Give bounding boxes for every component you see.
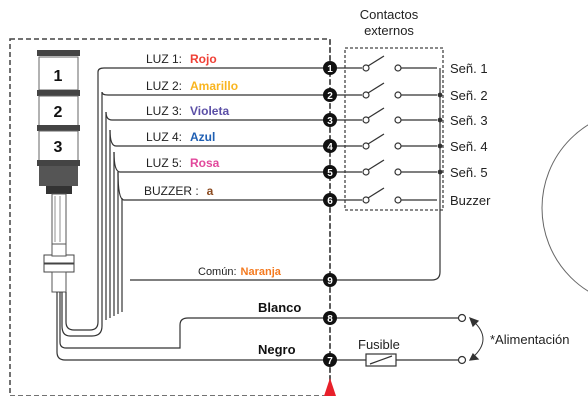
circuit-color-1: Rojo: [190, 52, 217, 66]
switch-4: [330, 133, 437, 150]
terminal-3: [323, 113, 337, 127]
terminal-1: [323, 61, 337, 75]
switch-5: [330, 159, 437, 176]
switch-1: [330, 55, 437, 72]
circuit-color-5: Rosa: [190, 156, 220, 170]
terminal-6: [323, 193, 337, 207]
power-label-black: Negro: [258, 342, 296, 357]
wire-luz5: [113, 151, 330, 173]
title-line-2: externos: [364, 23, 414, 38]
title-line-1: Contactos: [360, 7, 419, 22]
terminal-number-2: 2: [327, 91, 333, 102]
external-contacts-box: [344, 47, 444, 211]
cable-gland: [51, 271, 67, 293]
common-bus: [330, 68, 441, 281]
tower-label-3: 3: [54, 139, 63, 156]
tower-pole: [51, 193, 67, 245]
circuit-color-3: Violeta: [190, 104, 229, 118]
terminal-number-5: 5: [327, 168, 333, 179]
terminal-number-8: 8: [327, 314, 333, 325]
switch-2: [330, 82, 437, 99]
cable-bundle: [56, 72, 330, 361]
terminal-number-6: 6: [327, 196, 333, 207]
output-label-2: Señ. 2: [450, 88, 488, 103]
circuit-label-4: LUZ 4:: [146, 130, 182, 144]
tower-base: [39, 166, 78, 186]
common-color: Naranja: [241, 266, 282, 278]
terminal-9: [323, 273, 337, 287]
terminal-number-4: 4: [327, 142, 333, 153]
output-label-5: Señ. 5: [450, 165, 488, 180]
switch-6: [330, 187, 437, 204]
circuit-label-6: BUZZER :: [144, 184, 199, 198]
output-label-6: Buzzer: [450, 193, 491, 208]
decorative-arc: [541, 124, 588, 292]
contact-switches: [330, 55, 443, 281]
terminal-4: [323, 139, 337, 153]
fuse-label: Fusible: [358, 337, 400, 352]
output-label-4: Señ. 4: [450, 139, 488, 154]
terminal-number-3: 3: [327, 116, 333, 127]
tower-light: 1 2 3: [37, 50, 80, 293]
circuit-label-3: LUZ 3:: [146, 104, 182, 118]
circuit-label-2: LUZ 2:: [146, 79, 182, 93]
circuit-label-5: LUZ 5:: [146, 156, 182, 170]
terminal-number-9: 9: [327, 276, 333, 287]
wire-luz2: [101, 91, 330, 96]
circuit-color-2: Amarillo: [190, 79, 238, 93]
tower-label-2: 2: [54, 104, 63, 121]
wire-luz3: [105, 111, 330, 121]
tower-label-1: 1: [54, 68, 63, 85]
terminal-number-7: 7: [327, 356, 333, 367]
circuit-color-6: a: [207, 184, 214, 198]
terminal-2: [323, 88, 337, 102]
terminal-number-1: 1: [327, 64, 333, 75]
wire-buzzer: [117, 171, 330, 201]
output-label-1: Señ. 1: [450, 61, 488, 76]
tower-segment-3: [38, 130, 79, 162]
common-label: Común:: [198, 266, 237, 278]
circuit-color-4: Azul: [190, 130, 215, 144]
output-label-3: Señ. 3: [450, 113, 488, 128]
terminal-8: [323, 311, 337, 325]
terminals: 1 2 3 4 5 6 9 8 7: [323, 61, 337, 367]
switch-3: [330, 107, 437, 124]
wire-luz1: [97, 67, 330, 73]
supply-label: *Alimentación: [490, 332, 570, 347]
power-wiring: [330, 313, 484, 367]
power-label-white: Blanco: [258, 300, 301, 315]
boundary-marker: [324, 378, 336, 396]
terminal-5: [323, 165, 337, 179]
wire-luz4: [109, 129, 330, 147]
circuit-label-1: LUZ 1:: [146, 52, 182, 66]
terminal-7: [323, 353, 337, 367]
tower-cap: [37, 50, 80, 56]
